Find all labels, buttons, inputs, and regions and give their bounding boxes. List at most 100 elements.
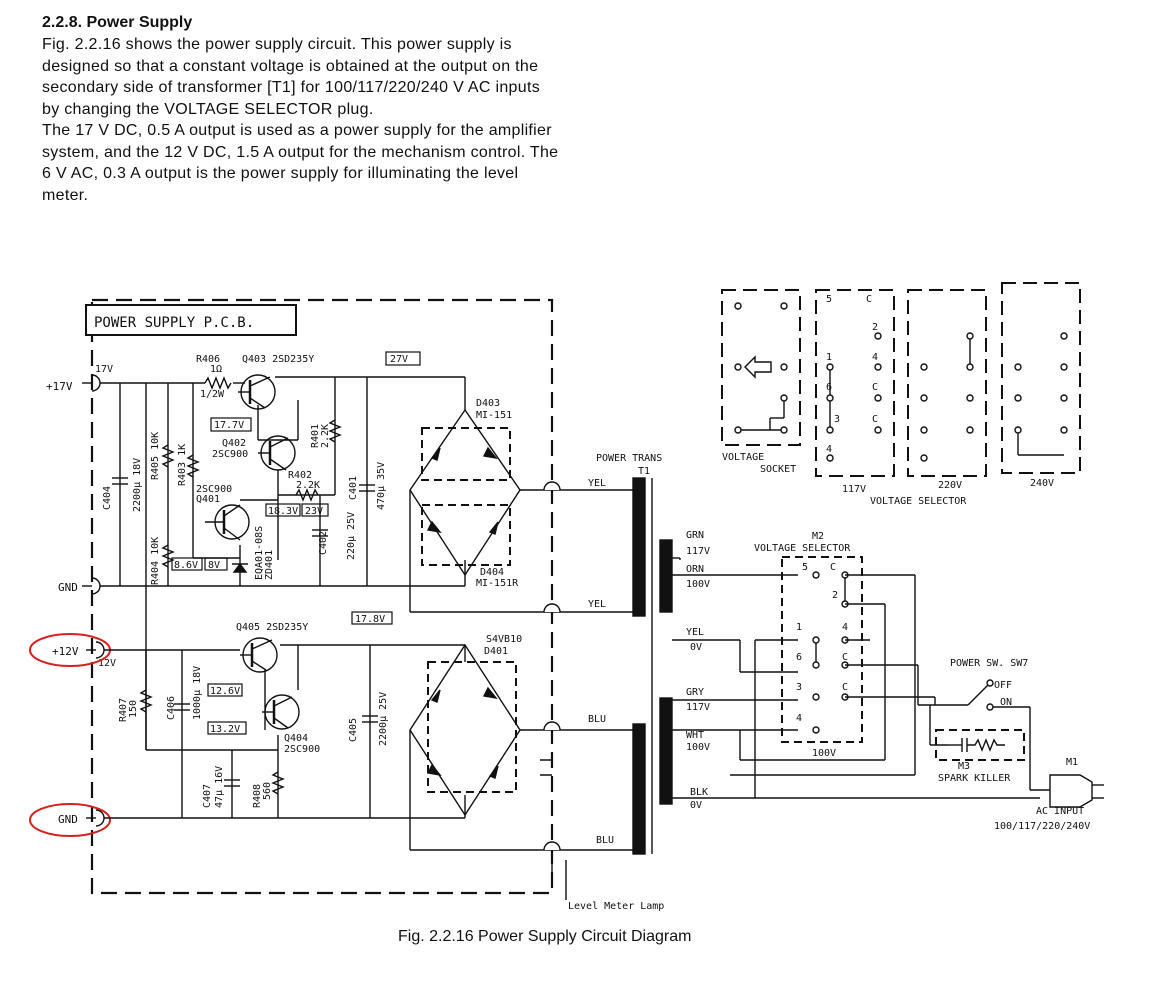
svg-text:100V: 100V [686, 742, 710, 753]
svg-text:C: C [872, 382, 878, 393]
label-q405: Q405 2SD235Y [236, 622, 308, 633]
svg-text:C: C [842, 652, 848, 663]
label-c401: C401 [348, 476, 359, 500]
label-d403-type: MI-151 [476, 410, 512, 421]
label-8-6v: 8.6V [174, 560, 198, 571]
label-d404: D404 [480, 567, 504, 578]
label-m1: M1 [1066, 757, 1078, 768]
resistor-r404 [161, 544, 175, 568]
label-17-7v: 17.7V [214, 420, 244, 431]
terminal-plus17: +17V 17V [46, 364, 113, 393]
label-ac-voltages: 100/117/220/240V [994, 821, 1090, 832]
svg-text:C: C [842, 682, 848, 693]
resistor-r406 [204, 376, 232, 390]
label-r407: R407 [118, 698, 129, 722]
label-on: ON [1000, 697, 1012, 708]
label-r401-val: 2.2K [320, 424, 331, 448]
intro-text: Fig. 2.2.16 shows the power supply circu… [42, 34, 562, 206]
label-bridge-ref: D401 [484, 646, 508, 657]
label-c407-val: 47μ 16V [214, 766, 225, 808]
svg-text:6: 6 [796, 652, 802, 663]
svg-text:C: C [830, 562, 836, 573]
label-27v: 27V [390, 354, 408, 365]
svg-text:+17V: +17V [46, 380, 73, 393]
svg-text:ORN: ORN [686, 564, 704, 575]
label-q403: Q403 2SD235Y [242, 354, 314, 365]
edge-crossings [540, 481, 567, 900]
svg-text:BLK: BLK [690, 787, 708, 798]
svg-text:C: C [866, 294, 872, 305]
transistor-q404 [262, 694, 300, 730]
capacitor-c404 [112, 477, 128, 485]
label-r401: R401 [310, 424, 321, 448]
panel-pin-labels: 5 C 2 1 4 6 C 3 C 4 [826, 294, 878, 455]
voltage-socket-panel [721, 289, 801, 446]
intro-paragraph-1: Fig. 2.2.16 shows the power supply circu… [42, 36, 540, 118]
label-c405-val: 2200μ 25V [378, 692, 389, 746]
section-heading: 2.2.8. Power Supply [42, 14, 193, 31]
label-zd-type: EQA01-08S [254, 526, 265, 580]
svg-text:5: 5 [802, 562, 808, 573]
badge-12-6v [207, 683, 243, 697]
label-q404-type: 2SC900 [284, 744, 320, 755]
transformer-primary-labels: GRN 117V ORN 100V YEL 0V GRY 117V WHT 10… [686, 530, 710, 811]
resistor-r405 [161, 444, 175, 468]
svg-text:100V: 100V [686, 579, 710, 590]
label-r406-w: 1/2W [200, 389, 225, 400]
capacitor-c407 [224, 779, 240, 787]
badge-27v [385, 351, 421, 366]
pcb-title-box [85, 304, 297, 336]
resistor-r403 [186, 454, 200, 478]
label-q402: Q402 [222, 438, 246, 449]
label-q401: Q401 [196, 494, 220, 505]
label-ac-input: AC INPUT [1036, 806, 1084, 817]
label-c407: C407 [202, 784, 213, 808]
label-q401-type: 2SC900 [196, 484, 232, 495]
label-m3: M3 [958, 761, 970, 772]
svg-text:117V: 117V [686, 546, 710, 557]
label-power-trans: POWER TRANS [596, 453, 662, 464]
label-voltage-socket-1: VOLTAGE [722, 452, 764, 463]
svg-text:4: 4 [826, 444, 832, 455]
label-c404-val: 2200μ 18V [132, 458, 143, 512]
svg-text:YEL: YEL [686, 627, 704, 638]
svg-text:17V: 17V [95, 364, 113, 375]
badge-18-3v [265, 503, 301, 517]
label-blu-1: BLU [588, 714, 606, 725]
intro-paragraph-2: The 17 V DC, 0.5 A output is used as a p… [42, 122, 559, 204]
label-18-3v: 18.3V [268, 506, 298, 517]
terminal-plus12: +12V 12V [52, 641, 116, 669]
capacitor-c406 [174, 703, 190, 711]
resistor-r408 [271, 771, 285, 795]
pcb-title: POWER SUPPLY P.C.B. [94, 315, 254, 331]
capacitor-c402 [312, 529, 328, 537]
badge-13-2v [207, 721, 247, 735]
terminal-gnd2: GND [58, 809, 105, 827]
svg-text:4: 4 [842, 622, 848, 633]
label-r406: R406 [196, 354, 220, 365]
transistor-q403 [238, 374, 276, 410]
svg-text:2: 2 [832, 590, 838, 601]
label-power-sw: POWER SW. SW7 [950, 658, 1028, 669]
label-r402-val: 2.2K [296, 480, 320, 491]
voltage-selector-m2 [730, 556, 935, 776]
label-12-6v: 12.6V [210, 686, 240, 697]
svg-text:GND: GND [58, 813, 78, 826]
label-r407-val: 150 [128, 700, 139, 718]
spark-killer-m3 [929, 705, 1025, 761]
badge-23v [301, 503, 329, 517]
label-d403: D403 [476, 398, 500, 409]
label-c406: C406 [166, 696, 177, 720]
selector-pin-labels: 5 C 2 1 4 6 C 3 C 4 [796, 562, 848, 724]
svg-text:5: 5 [826, 294, 832, 305]
label-blu-2: BLU [596, 835, 614, 846]
label-zd: ZD401 [264, 550, 275, 580]
label-c402: C402 [318, 531, 329, 555]
label-spark-killer: SPARK KILLER [938, 773, 1011, 784]
label-m2: M2 [812, 531, 824, 542]
label-r406-val: 1Ω [210, 364, 222, 375]
svg-text:1: 1 [796, 622, 802, 633]
svg-text:GRY: GRY [686, 687, 704, 698]
svg-text:2: 2 [872, 322, 878, 333]
label-selector-100v: 100V [812, 748, 836, 759]
